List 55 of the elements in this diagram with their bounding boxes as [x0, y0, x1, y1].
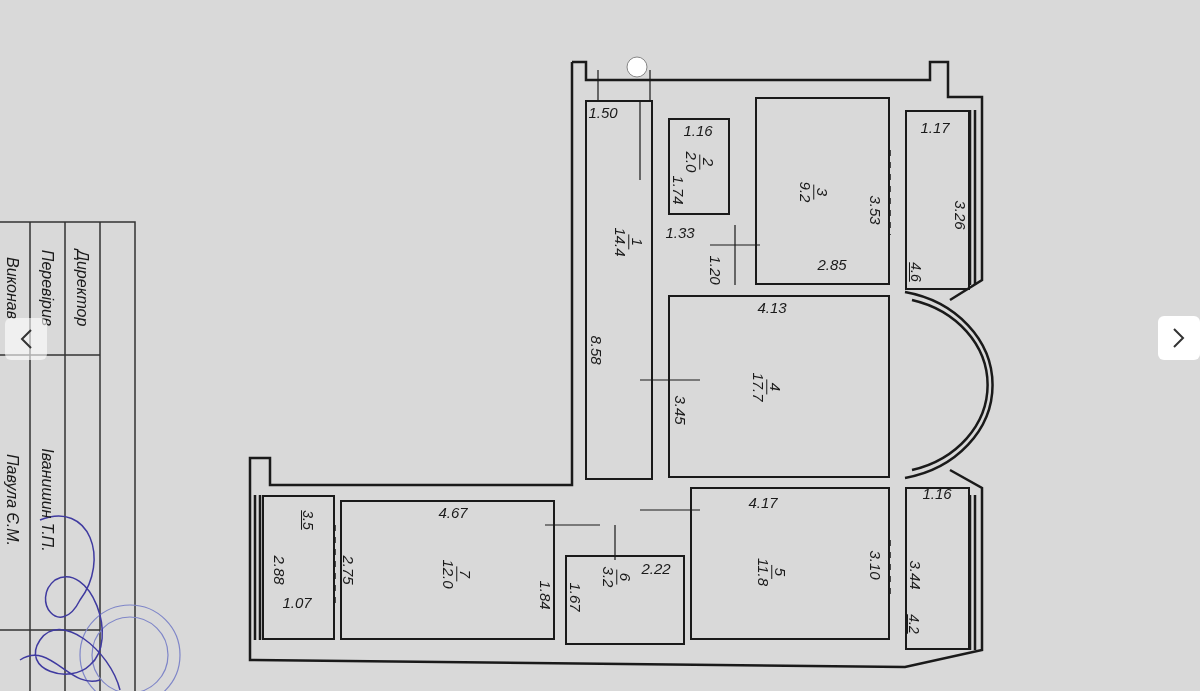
dimension-label: 1.20	[707, 255, 723, 285]
room-area-label: 17.7	[750, 372, 767, 402]
dimension-label: 4.13	[757, 299, 787, 315]
dimension-label: 1.84	[537, 580, 553, 610]
signature-role-text: Директор	[74, 249, 90, 327]
room-outline	[668, 295, 890, 478]
signature-role-text: Виконав	[4, 256, 20, 320]
dimension-label: 4.17	[748, 494, 778, 510]
dimension-label: 2.88	[271, 555, 287, 585]
room-area-label: 9.2	[797, 181, 814, 203]
person-name-text: Павула Є.М.	[4, 454, 20, 546]
dimension-label: 1.16	[922, 485, 952, 501]
dimension-label: 1.17	[920, 119, 950, 135]
room-number-label: 5	[771, 564, 789, 580]
dimension-label: 3.53	[867, 195, 883, 225]
room-outline	[340, 500, 555, 640]
balcony-area-label: 3.5	[301, 510, 315, 530]
room-area-label: 12.0	[440, 559, 457, 589]
room-number-label: 1	[628, 234, 646, 250]
dimension-label: 2.75	[340, 555, 356, 585]
dimension-label: 3.45	[672, 395, 688, 425]
room-area-label: 3.2	[600, 566, 617, 588]
dimension-label: 8.58	[588, 335, 604, 365]
dimension-label: 2.85	[817, 256, 847, 272]
dimension-label: 1.74	[670, 175, 686, 205]
room-outline	[690, 487, 890, 640]
room-area-label: 14.4	[612, 227, 629, 257]
dimension-label: 3.10	[867, 550, 883, 580]
room-number-label: 7	[456, 566, 474, 582]
dimension-label: 4.67	[438, 504, 468, 520]
room-number-label: 6	[616, 569, 634, 585]
room-number-label: 4	[766, 379, 784, 395]
dimension-label: 1.50	[588, 104, 618, 120]
room-area-label: 2.0	[683, 151, 700, 173]
room-outline	[668, 118, 730, 215]
signature-role-text: Перевірив	[39, 249, 55, 327]
dimension-label: 1.16	[683, 122, 713, 138]
dimension-label: 3.44	[907, 560, 923, 590]
dimension-label: 1.33	[665, 224, 695, 240]
balcony-outline	[262, 495, 335, 640]
room-area-label: 11.8	[755, 557, 772, 587]
room-outline	[585, 100, 653, 480]
room-number-label: 2	[699, 154, 717, 170]
balcony-outline	[905, 110, 970, 290]
room-outline	[755, 97, 890, 285]
balcony-area-label: 4.2	[907, 614, 921, 634]
dimension-label: 2.22	[641, 560, 671, 576]
dimension-label: 1.07	[282, 594, 312, 610]
person-name-text: Іванишин Т.П.	[39, 448, 55, 552]
room-number-label: 3	[813, 184, 831, 200]
dimension-label: 1.67	[567, 582, 583, 612]
balcony-area-label: 4.6	[909, 262, 923, 282]
room-outline	[565, 555, 685, 645]
balcony-outline	[905, 487, 970, 650]
dimension-label: 3.26	[952, 200, 968, 230]
